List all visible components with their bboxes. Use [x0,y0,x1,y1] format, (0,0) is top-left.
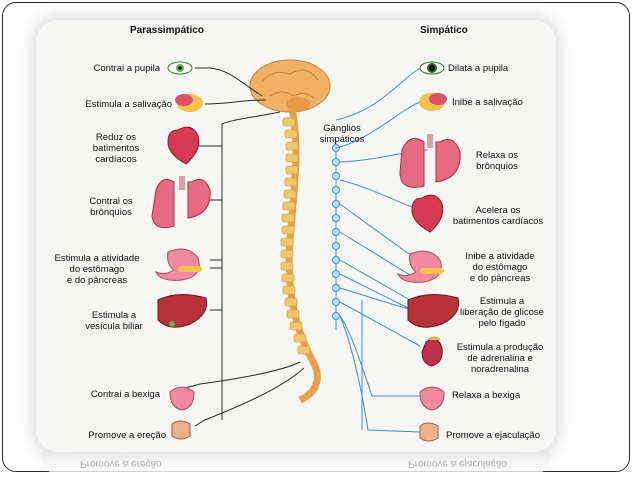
spinal-cord-icon [280,107,321,404]
left-label-salivation: Estimula a salivação [85,99,172,110]
lungs-icon-right [399,134,461,188]
right-label-adrenal: Estimula a produção de adrenalina e nora… [456,342,544,375]
heart-icon-right [411,194,444,233]
left-label-heart: Reduz os batimentos cardíacos [92,132,140,165]
brain-icon [249,59,331,113]
sympathetic-ganglia-chain [332,140,340,330]
parasympathetic-header: Parassimpático [130,25,204,36]
reflection [40,452,552,474]
eye-icon-right [419,61,445,75]
left-label-bronchi: Contrai os brônquios [89,196,133,218]
right-label-bronchi: Relaxa os brônquios [475,150,519,172]
lungs-icon-left [151,176,211,229]
left-label-gallbladder: Estimula a vesícula biliar [85,310,143,332]
left-label-stomach: Estimula a atividade do estômago e do pâ… [54,253,140,286]
right-label-stomach: Inibe a atividade do estômago e do pâncr… [465,251,535,284]
adrenal-kidney-icon-right [421,336,443,367]
right-label-bladder: Relaxa a bexiga [452,390,521,401]
stomach-icon-right [397,250,444,283]
liver-icon-left [157,294,208,328]
ganglia-label: Gânglios simpáticos [319,123,365,145]
bladder-icon-right [419,386,445,411]
left-label-erection: Promove a ereção [88,430,166,441]
parasympathetic-nerves [184,67,305,427]
right-label-salivation: Inibe a salivação [452,97,523,108]
genitals-icon-right [419,422,439,442]
sympathetic-header: Simpático [420,25,468,36]
heart-icon-left [167,126,200,165]
left-label-pupil: Contrai a pupila [93,63,160,74]
genitals-icon-left [171,420,191,440]
salivary-gland-icon-left [175,94,203,112]
stomach-icon-left [155,248,202,281]
right-label-pupil: Dilata a pupila [448,63,509,74]
eye-icon-left [167,61,193,75]
right-label-liver: Estimula a liberação de glicose pelo fíg… [460,296,544,329]
sympathetic-nerves [335,67,431,433]
right-label-heart: Acelera os batimentos cardíacos [452,205,544,227]
salivary-gland-icon-right [419,93,447,111]
right-label-ejaculation: Promove a ejaculação [446,430,540,441]
left-label-bladder: Contrai a bexiga [90,389,160,400]
liver-icon-right [407,294,460,328]
bladder-icon-left [169,386,195,411]
